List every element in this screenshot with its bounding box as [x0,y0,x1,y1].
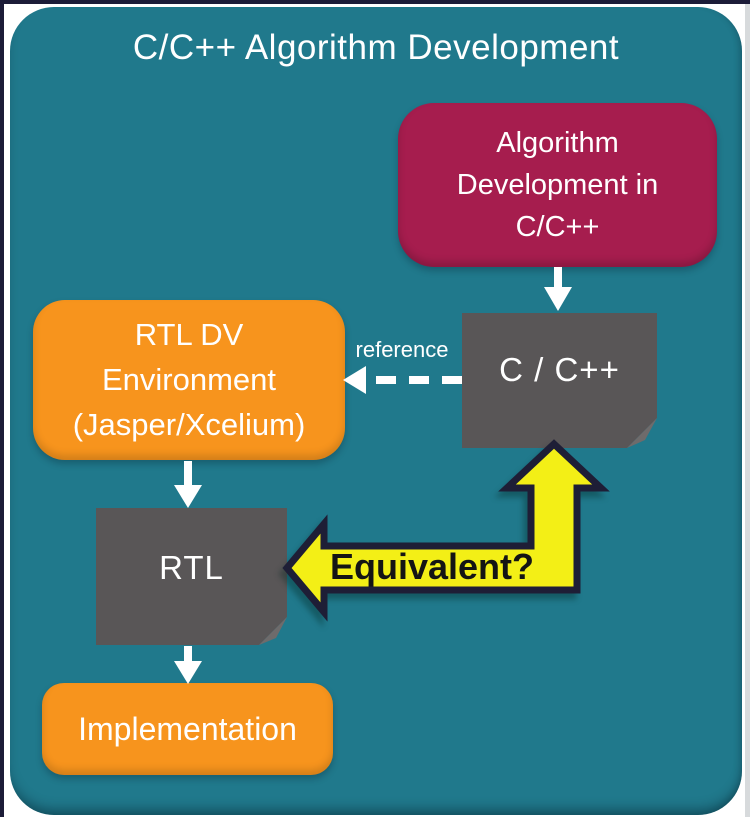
node-rtl-dv-line2: Environment [101,362,277,397]
node-implementation-label: Implementation [78,711,297,747]
rtl-document-shape [96,508,287,645]
arrowhead-left-icon [343,366,366,394]
arrow-algorithm-to-ccpp [544,267,572,311]
diagram-title: C/C++ Algorithm Development [132,28,620,67]
node-algorithm-development-line1: Algorithm [496,127,619,159]
node-algorithm-development-line2: Development in [456,169,659,201]
arrowhead-down-icon [174,661,202,684]
c-cpp-fold-corner [627,418,657,448]
node-rtl-dv-line3: (Jasper/Xcelium) [72,407,306,442]
node-rtl-dv-environment: RTL DV Environment (Jasper/Xcelium) [33,300,345,460]
node-rtl-dv-line1: RTL DV [134,317,244,352]
arrow-rtldv-to-rtl [174,461,202,508]
node-algorithm-development: Algorithm Development in C/C++ [398,103,717,267]
arrow-rtl-to-implementation [174,646,202,684]
reference-edge-label: reference [355,337,449,362]
frame-left-border [0,0,4,817]
node-c-cpp-label: C / C++ [499,351,620,388]
node-implementation: Implementation [42,683,333,775]
frame-right-border [745,4,750,817]
node-algorithm-development-line3: C/C++ [515,211,600,243]
rtl-fold-corner [259,617,287,645]
arrowhead-down-icon [544,287,572,311]
equivalent-edge-label: Equivalent? [329,546,535,587]
c-cpp-document-shape [462,313,657,448]
arrowhead-down-icon [174,485,202,508]
arrow-reference-dashed [343,366,462,394]
equivalent-arrow [282,439,610,622]
frame-top-border [0,0,750,4]
node-rtl-label: RTL [159,549,224,586]
